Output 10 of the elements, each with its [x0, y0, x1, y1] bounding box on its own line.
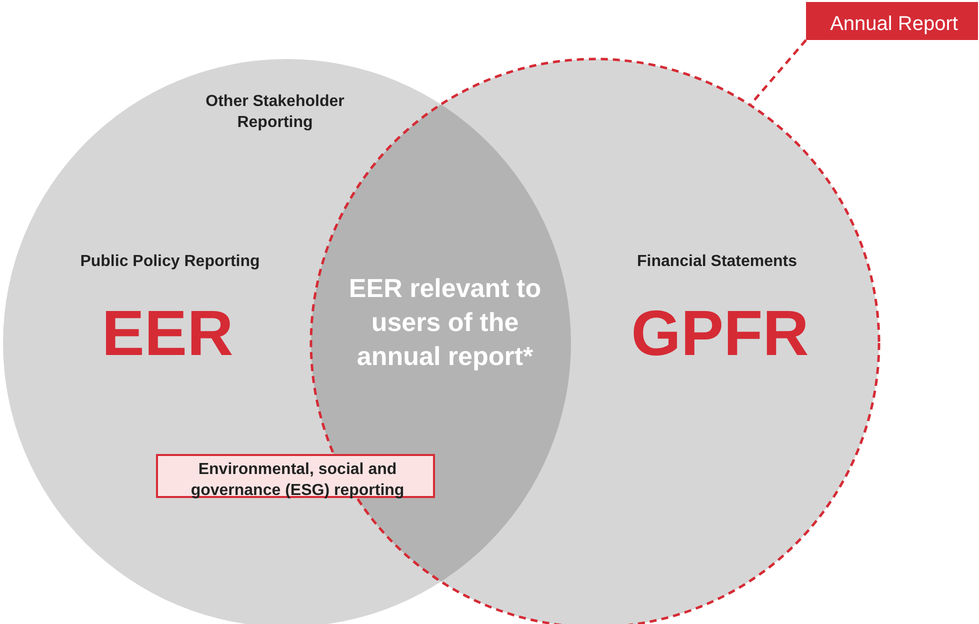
- box-label: Environmental, social and governance (ESG) reporting: [190, 460, 406, 501]
- circle-heading: GPFR: [630, 296, 810, 371]
- connector-line: [750, 39, 807, 105]
- circle-label: Public Policy Reporting: [79, 252, 261, 272]
- circle-label: Financial Statements: [636, 252, 798, 272]
- circle-label: Other Stakeholder Reporting: [204, 92, 346, 133]
- circle-heading: EER: [100, 296, 234, 371]
- tag-box: [806, 2, 978, 40]
- tag-label: Annual Report: [829, 12, 959, 37]
- overlap-label: EER relevant to users of the annual report*: [348, 272, 542, 373]
